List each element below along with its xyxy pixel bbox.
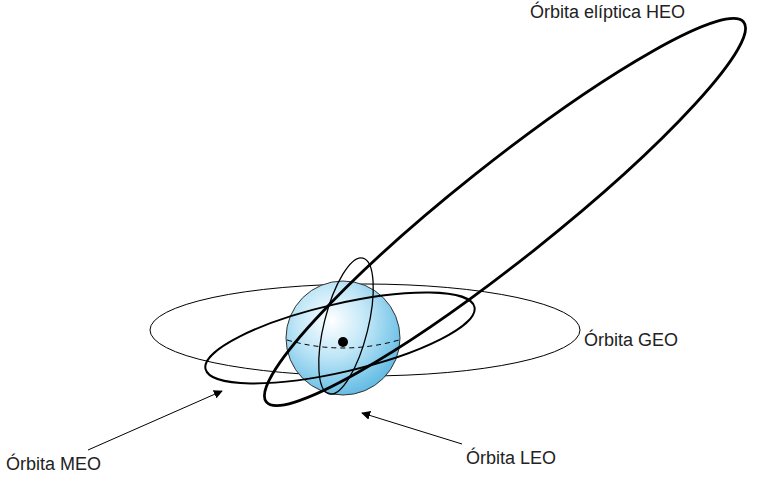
orbit-label: Órbita LEO <box>466 448 556 470</box>
leader-arrow <box>88 391 222 450</box>
orbit-label: Órbita elíptica HEO <box>530 2 685 24</box>
orbit-label: Órbita GEO <box>584 330 678 352</box>
earth <box>286 281 400 395</box>
heo-orbit <box>236 0 773 439</box>
leader-arrow <box>362 413 462 444</box>
earth-center <box>338 337 348 347</box>
leo-orbit <box>308 253 385 399</box>
orbit-label: Órbita MEO <box>6 454 101 476</box>
